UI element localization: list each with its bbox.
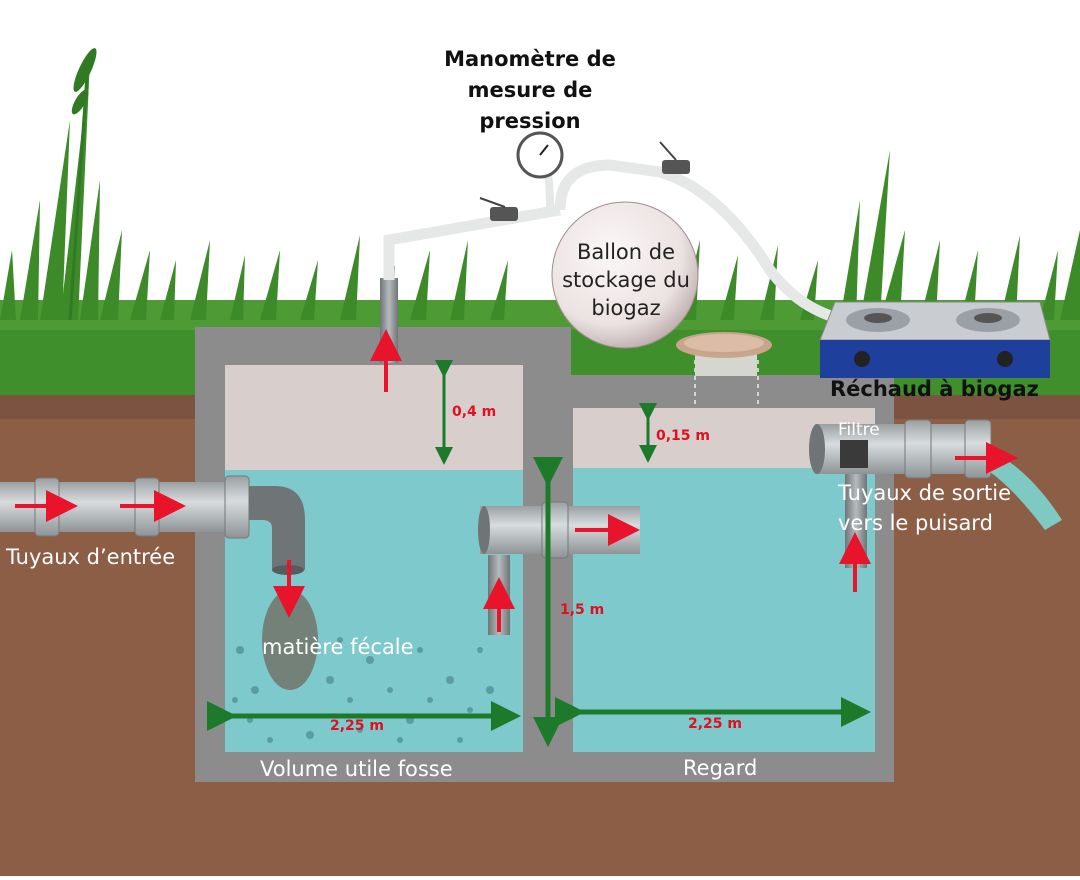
dimension-label-depth: 1,5 m — [560, 602, 605, 618]
reed-plant — [68, 48, 97, 321]
valve-icon — [490, 207, 518, 221]
dimension-arrows — [207, 360, 871, 747]
balloon-label-line: stockage du — [562, 268, 690, 292]
inspection-chamber-label: Regard — [683, 756, 758, 780]
outlet-pipe — [809, 419, 1062, 568]
dimension-label-width-left: 2,25 m — [330, 718, 385, 734]
balloon-label-line: Ballon de — [576, 240, 676, 264]
stove-label: Réchaud à biogaz — [830, 377, 1039, 401]
tank-volume-label: Volume utile fosse — [260, 757, 453, 781]
valve-icon — [662, 160, 690, 174]
dimension-label-gas-right: 0,15 m — [656, 428, 711, 444]
dimension-label-width-right: 2,25 m — [688, 716, 743, 732]
dimension-label-gas-left: 0,4 m — [452, 404, 497, 420]
stove-icon — [819, 301, 1051, 378]
pressure-gauge-label-line: mesure de — [467, 78, 593, 102]
balloon-label: Ballon de stockage du biogaz — [548, 238, 704, 322]
outlet-label-line: Tuyaux de sortie — [838, 481, 1011, 505]
filter-label: Filtre — [838, 420, 880, 440]
manhole-cover — [676, 332, 772, 376]
balloon-label-line: biogaz — [591, 296, 661, 320]
outlet-label-line: vers le puisard — [838, 511, 993, 535]
inlet-label: Tuyaux d’entrée — [6, 545, 176, 569]
outlet-label: Tuyaux de sortie vers le puisard — [838, 478, 1011, 538]
storage-balloon — [551, 201, 699, 349]
pressure-gauge-label-line: pression — [479, 109, 581, 133]
pressure-gauge-label-line: Manomètre de — [444, 47, 616, 71]
flow-arrows — [15, 329, 1018, 632]
pressure-gauge-label: Manomètre de mesure de pression — [440, 44, 620, 137]
fecal-matter-label: matière fécale — [262, 635, 414, 659]
